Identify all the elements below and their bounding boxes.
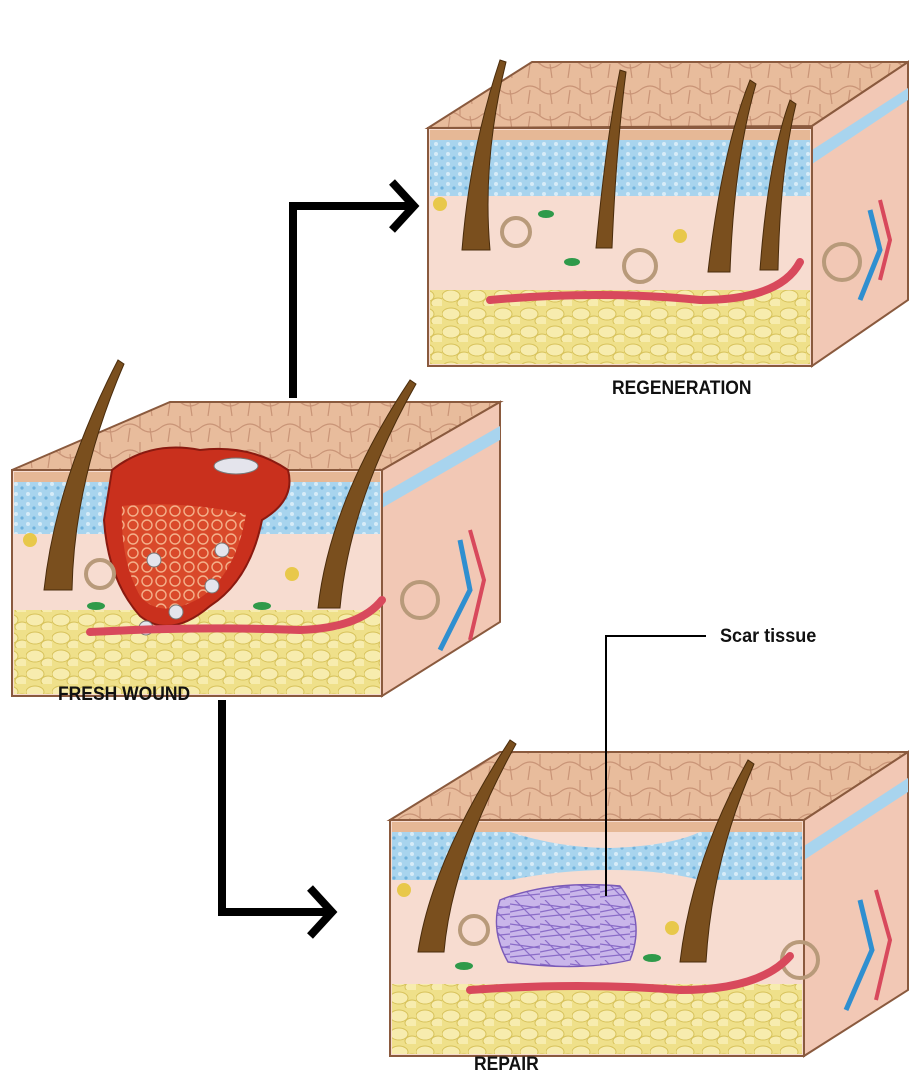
fresh-wound-label: FRESH WOUND (58, 684, 190, 706)
regeneration-label: REGENERATION (612, 378, 752, 400)
regeneration-skin-block (428, 60, 908, 366)
fresh-wound-skin-block (12, 360, 500, 696)
scar-tissue-area (496, 885, 636, 967)
arrow-to-repair (222, 700, 332, 936)
scar-tissue-label: Scar tissue (720, 626, 816, 648)
repair-skin-block (390, 740, 908, 1056)
arrow-to-regeneration (293, 182, 414, 398)
repair-label: REPAIR (474, 1054, 539, 1076)
